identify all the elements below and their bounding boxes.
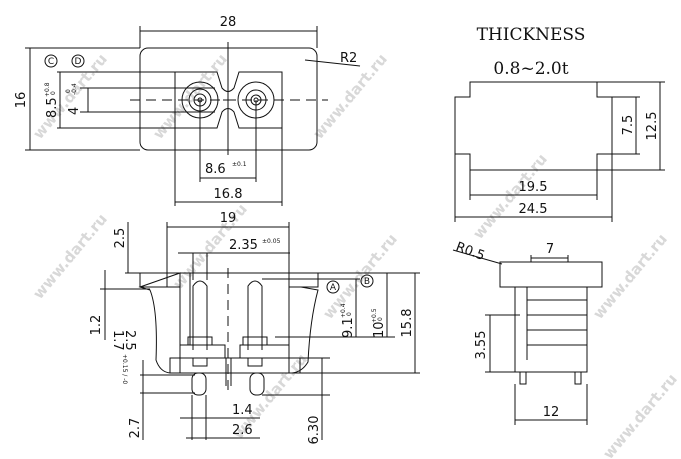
dim-15-8: 15.8 [400,309,415,338]
dim-3-55: 3.55 [474,331,489,360]
side-view: R0.5 7 3.55 12 [452,240,603,425]
svg-text:0: 0 [50,91,57,95]
svg-text:+0.15 / -0: +0.15 / -0 [121,354,128,384]
svg-text:www.dart.ru: www.dart.ru [469,150,551,242]
dim-16: 16 [14,92,29,109]
section-view: 19 2.35 ±0.05 15.8 9.1 +0.4 0 10 +0.5 0 … [89,211,420,444]
thickness-value: 0.8~2.0t [493,59,568,79]
watermark: www.dart.ru www.dart.ru www.dart.ru www.… [29,50,681,459]
svg-text:-0.4: -0.4 [71,83,78,95]
dim-2-35: 2.35 [229,238,258,253]
dim-6-30: 6.30 [307,416,322,445]
dim-7: 7 [546,242,554,257]
svg-text:0: 0 [377,317,384,321]
dim-1-2: 1.2 [89,315,104,336]
dim-8-5: 8.5 [45,97,60,118]
svg-text:www.dart.ru: www.dart.ru [319,230,401,322]
top-view: 28 16 8.5 +0.8 0 4 0 -0.4 C D R2 8.6 ±0.… [14,15,361,206]
dim-2-5-clip: 2.5 [122,330,137,351]
dim-28: 28 [220,15,237,30]
dim-2-6: 2.6 [232,423,253,438]
thickness-title: THICKNESS [477,25,586,45]
svg-text:0: 0 [346,312,353,316]
dim-12-5: 12.5 [645,112,660,141]
svg-text:0: 0 [65,89,72,93]
dim-1-7: 1.7 [110,330,125,351]
svg-text:+0.5: +0.5 [371,308,378,323]
svg-text:±0.1: ±0.1 [232,161,247,168]
dim-r0-5: R0.5 [454,240,487,264]
dim-8-6: 8.6 [205,162,226,177]
ref-b: B [364,277,370,287]
panel-cutout-view: THICKNESS 0.8~2.0t 7.5 12.5 19.5 24.5 [454,25,665,222]
dim-10: 10 [372,321,387,338]
dim-4: 4 [67,107,82,115]
dim-12: 12 [543,405,560,420]
dim-1-4: 1.4 [232,403,253,418]
svg-text:+0.4: +0.4 [340,303,347,318]
svg-text:±0.05: ±0.05 [262,238,281,245]
svg-text:www.dart.ru: www.dart.ru [599,370,681,459]
dim-7-5: 7.5 [621,115,636,136]
ref-d: D [75,57,82,67]
dim-2-7: 2.7 [128,418,143,439]
ref-c: C [48,57,54,67]
svg-text:www.dart.ru: www.dart.ru [29,50,111,142]
dim-24-5: 24.5 [519,202,548,217]
svg-text:+0.8: +0.8 [44,82,51,97]
dim-r2: R2 [340,51,357,66]
dim-19: 19 [220,211,237,226]
dim-2-5: 2.5 [113,228,128,249]
svg-text:www.dart.ru: www.dart.ru [29,210,111,302]
dim-19-5: 19.5 [519,180,548,195]
dim-9-1: 9.1 [341,317,356,338]
ref-a: A [330,283,337,293]
dim-16-8: 16.8 [214,187,243,202]
